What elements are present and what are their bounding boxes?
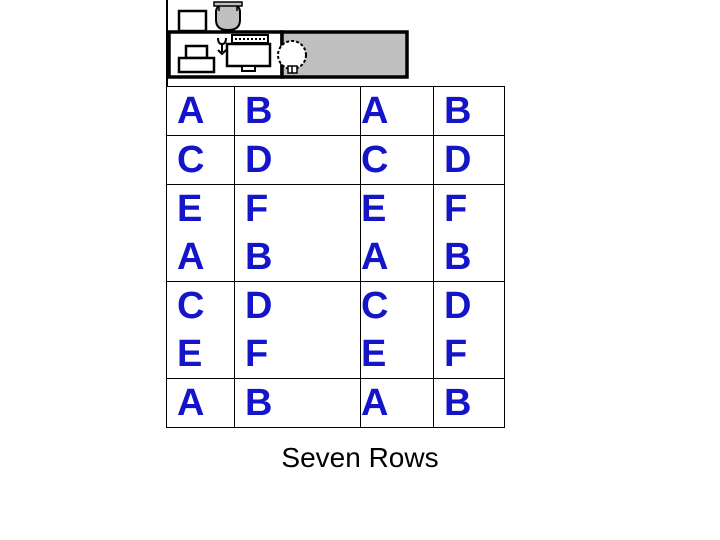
table-row: A B A B xyxy=(166,233,505,282)
table-cell-r4c3: A xyxy=(360,233,434,282)
table-cell-r4c1: A xyxy=(166,233,235,282)
monitor-icon xyxy=(225,42,272,68)
seven-rows-letter-table: A B A B C D C D E F E F A B A B xyxy=(166,86,505,428)
table-cell-r3c4: F xyxy=(433,184,505,233)
table-row: C D C D xyxy=(166,135,505,185)
table-cell-r7c3: A xyxy=(360,378,434,428)
table-cell-r3c1: E xyxy=(166,184,235,233)
table-cell-r1c4: B xyxy=(433,86,505,136)
left-margin-rule xyxy=(166,0,168,86)
table-cell-r7c1: A xyxy=(166,378,235,428)
table-row: A B A B xyxy=(166,86,505,136)
chair-back-bar-icon xyxy=(213,1,243,7)
table-cell-r5c3: C xyxy=(360,281,434,330)
table-cell-r4c4: B xyxy=(433,233,505,282)
table-row: E F E F xyxy=(166,330,505,379)
table-cell-r1c3: A xyxy=(360,86,434,136)
table-cell-r6c4: F xyxy=(433,330,505,379)
table-cell-r1c1: A xyxy=(166,86,235,136)
desk-lamp-base-icon xyxy=(217,49,227,56)
slide-caption: Seven Rows xyxy=(281,442,439,473)
chair-top-left-icon xyxy=(177,9,208,33)
table-cell-r6c3: E xyxy=(360,330,434,379)
table-cell-r2c3: C xyxy=(360,135,434,185)
table-cell-r3c3: E xyxy=(360,184,434,233)
keyboard-icon xyxy=(231,34,269,44)
table-cell-r5c4: D xyxy=(433,281,505,330)
printer-top-icon xyxy=(184,44,209,60)
table-row: E F E F xyxy=(166,184,505,233)
table-cell-r2c4: D xyxy=(433,135,505,185)
table-cell-r4c2: B xyxy=(234,233,361,282)
table-cell-r2c2: D xyxy=(234,135,361,185)
round-table-icon xyxy=(277,40,307,70)
table-row: A B A B xyxy=(166,378,505,428)
table-row: C D C D xyxy=(166,281,505,330)
table-cell-r6c2: F xyxy=(234,330,361,379)
table-body: A B A B C D C D E F E F A B A B xyxy=(166,86,505,428)
table-cell-r7c2: B xyxy=(234,378,361,428)
table-cell-r5c1: C xyxy=(166,281,235,330)
monitor-stand-icon xyxy=(241,65,256,72)
table-cell-r2c1: C xyxy=(166,135,235,185)
table-cell-r5c2: D xyxy=(234,281,361,330)
table-cell-r6c1: E xyxy=(166,330,235,379)
table-cell-r3c2: F xyxy=(234,184,361,233)
table-cell-r7c4: B xyxy=(433,378,505,428)
printer-body-icon xyxy=(177,56,216,74)
table-cell-r1c2: B xyxy=(234,86,361,136)
office-workstation-clipart xyxy=(166,0,411,86)
